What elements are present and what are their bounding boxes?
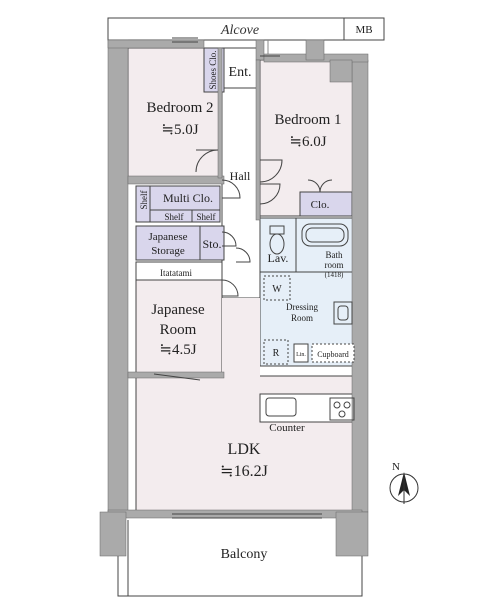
- cupboard-label: Cupboard: [317, 350, 349, 359]
- toilet-icon: [269, 225, 285, 255]
- balcony-area: [117, 511, 363, 597]
- dressing-label-2: Room: [291, 313, 313, 323]
- ldk-name: LDK: [228, 441, 261, 458]
- entrance-area: [221, 47, 261, 89]
- storage-closet: [199, 225, 225, 261]
- japanese-room-label-1: Japanese: [151, 302, 205, 318]
- closet-bedroom1: [299, 191, 353, 217]
- refrigerator-icon: [263, 339, 289, 365]
- closet-label: Clo.: [311, 199, 330, 211]
- kitchen-sink-icon: [265, 397, 297, 417]
- north-arrow-icon: [389, 472, 419, 504]
- bathroom-label-2: room: [325, 260, 344, 270]
- washing-machine-icon: [263, 275, 291, 301]
- lavatory: [259, 217, 297, 273]
- multi-closet: [149, 185, 221, 223]
- walls: [99, 39, 369, 557]
- bathtub-icon: [301, 223, 349, 247]
- japanese-storage-label-2: Storage: [151, 245, 185, 257]
- linen-shelf: [293, 343, 309, 363]
- itatatami-label: Itatatami: [160, 268, 192, 278]
- japanese-room-label-2: Room: [160, 322, 197, 338]
- counter-label: Counter: [269, 422, 305, 434]
- storage-label: Sto.: [202, 237, 221, 251]
- washer-label: W: [272, 284, 282, 295]
- shoes-closet-label: Shoes Clo.: [208, 50, 218, 89]
- japanese-room-size: ≒4.5J: [159, 342, 196, 358]
- japanese-storage-label-1: Japanese: [148, 231, 187, 243]
- dressing-label-1: Dressing: [286, 302, 318, 312]
- north-label: N: [392, 461, 400, 473]
- ldk-size: ≒16.2J: [220, 463, 268, 480]
- entrance-label: Ent.: [229, 65, 252, 80]
- bedroom2-size: ≒5.0J: [161, 122, 198, 138]
- refrigerator-label: R: [273, 348, 280, 359]
- hall-label: Hall: [230, 169, 251, 183]
- alcove-area: [107, 17, 385, 60]
- ldk-upper: [222, 298, 260, 378]
- balcony-label: Balcony: [221, 547, 268, 562]
- bathroom-label-1: Bath: [326, 250, 343, 260]
- cupboard: [311, 343, 355, 363]
- shelf-a-label: Shelf: [165, 212, 184, 222]
- shelf-vertical: [135, 185, 151, 223]
- alcove-label: Alcove: [220, 23, 259, 38]
- bedroom1-size: ≒6.0J: [289, 134, 326, 150]
- shelf-vertical-label: Shelf: [139, 190, 149, 209]
- bedroom1-name: Bedroom 1: [274, 112, 341, 128]
- lavatory-label: Lav.: [268, 251, 289, 265]
- multi-closet-label: Multi Clo.: [163, 191, 213, 205]
- linen-label: Lin.: [296, 352, 306, 358]
- mb-label: MB: [355, 24, 372, 36]
- bathroom-label-3: (1418): [325, 271, 344, 279]
- sink-icon: [333, 301, 353, 325]
- windows: [172, 37, 322, 519]
- shelf-b-label: Shelf: [197, 212, 216, 222]
- bedroom2-name: Bedroom 2: [146, 100, 213, 116]
- doors: [153, 55, 333, 381]
- stove-icon: [329, 397, 355, 421]
- japanese-room: [135, 261, 223, 377]
- meter-box: [343, 17, 385, 41]
- japanese-storage: [135, 225, 201, 261]
- itatatami-strip: [135, 261, 223, 281]
